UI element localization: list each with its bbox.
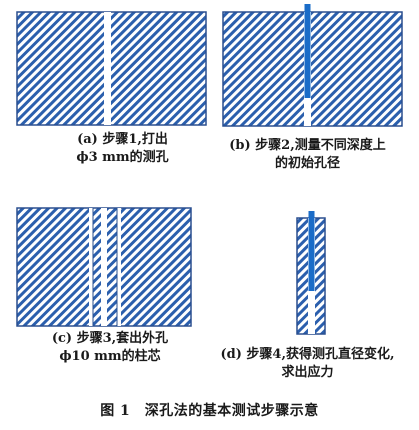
panel-a-diagram <box>16 11 207 126</box>
panel-d-caption-line2: 求出应力 <box>281 365 334 380</box>
panel-d-caption: (d) 步骤4,获得测孔直径变化, 求出应力 <box>200 346 415 382</box>
figure-title: 图 1 深孔法的基本测试步骤示意 <box>100 403 319 419</box>
panel-a-caption: (a) 步骤1,打出 ϕ3 mm的测孔 <box>30 131 215 167</box>
panel-a-caption-line2: ϕ3 mm的测孔 <box>76 150 169 165</box>
panel-a-caption-line1: (a) 步骤1,打出 <box>77 132 168 147</box>
panel-c-hole <box>101 208 107 326</box>
panel-b-caption-line2: 的初始孔径 <box>274 156 340 171</box>
panel-b-block <box>222 11 403 127</box>
panel-c-diagram <box>16 207 192 327</box>
panel-d-caption-line1: (d) 步骤4,获得测孔直径变化, <box>220 347 395 362</box>
panel-d-diagram <box>296 211 326 335</box>
panel-a-hole <box>104 12 111 125</box>
panel-a-block <box>16 11 207 126</box>
panel-b-caption-line1: (b) 步骤2,测量不同深度上 <box>229 138 386 153</box>
panel-d-probe <box>308 211 315 291</box>
panel-c-outer-slot-right <box>117 208 121 326</box>
panel-b-diagram <box>222 4 403 127</box>
panel-c-outer-slot-left <box>89 208 93 326</box>
panel-c-caption-line2: ϕ10 mm的柱芯 <box>59 349 161 364</box>
panel-b-caption: (b) 步骤2,测量不同深度上 的初始孔径 <box>205 137 410 173</box>
panel-c-caption-line1: (c) 步骤3,套出外孔 <box>51 331 169 346</box>
panel-c-caption: (c) 步骤3,套出外孔 ϕ10 mm的柱芯 <box>10 330 210 366</box>
panel-b-probe <box>304 4 311 98</box>
